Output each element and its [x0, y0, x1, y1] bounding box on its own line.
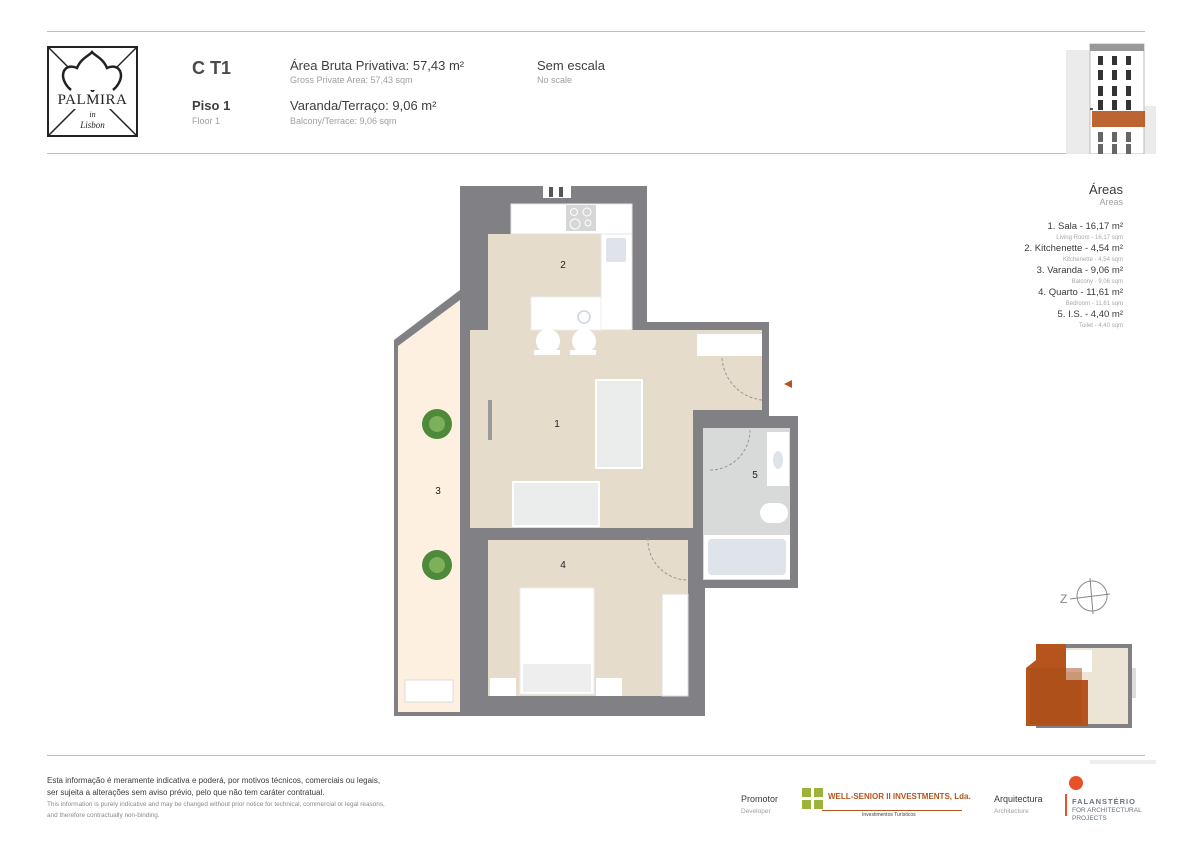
- logo-sub1: in: [89, 110, 96, 119]
- room-label-2: 2: [560, 260, 566, 271]
- sink: [606, 238, 626, 262]
- developer-label: Promotor: [741, 794, 779, 804]
- gross-area: Área Bruta Privativa: 57,43 m²: [290, 58, 465, 73]
- scale-label: Sem escala: [537, 58, 605, 73]
- well-senior-logo: WELL-SENIOR II INVESTMENTS, Lda. Investi…: [802, 788, 971, 818]
- areas-title-en: Areas: [1099, 197, 1123, 207]
- compass-icon: [1069, 577, 1111, 615]
- key-plan-thumbnail: [1026, 644, 1156, 764]
- floor-label-en: Floor 1: [192, 116, 221, 126]
- scale-label-en: No scale: [537, 75, 573, 85]
- wardrobe: [661, 593, 689, 697]
- entrance-arrow: [784, 380, 792, 388]
- floor-label: Piso 1: [192, 98, 231, 113]
- entry-door: [721, 357, 763, 401]
- header-rule: [47, 153, 1145, 154]
- disclaimer: Esta informação é meramente indicativa e…: [47, 776, 385, 819]
- room-label-4: 4: [560, 560, 566, 571]
- gross-area-en: Gross Private Area: 57,43 sqm: [290, 75, 413, 85]
- unit-type: C T1: [192, 58, 232, 78]
- building-elevation-thumbnail: [1066, 43, 1156, 154]
- compass-label: Z: [1060, 592, 1067, 606]
- balcony-area-en: Balcony/Terrace: 9,06 sqm: [290, 116, 397, 126]
- balcony-area: Varanda/Terraço: 9,06 m²: [290, 98, 437, 113]
- sofa: [595, 379, 643, 469]
- falansterio-logo: FALANSTÉRIO FOR ARCHITECTURAL PROJECTS: [1065, 774, 1142, 829]
- architect-label: Arquitectura: [994, 794, 1043, 804]
- room-label-1: 1: [554, 419, 560, 430]
- plant-icon: [422, 550, 452, 580]
- logo-sub2: Lisbon: [80, 120, 105, 130]
- plant-icon: [422, 409, 452, 439]
- footer-rule: [47, 755, 1145, 756]
- palmira-logo: PALMIRA in Lisbon: [47, 46, 138, 137]
- room-label-5: 5: [752, 470, 758, 481]
- logo-name: PALMIRA: [49, 92, 136, 109]
- kitchen-island: [530, 296, 602, 331]
- room-label-3: 3: [435, 486, 441, 497]
- top-rule: [47, 31, 1145, 32]
- architect-label-en: Architecture: [994, 808, 1029, 815]
- shoe-cabinet: [697, 334, 762, 356]
- balcony-floor: [398, 300, 460, 712]
- areas-title: Áreas: [1089, 182, 1123, 197]
- unit-highlight: [1092, 111, 1145, 127]
- armchair-sofa: [512, 481, 600, 527]
- developer-label-en: Developer: [741, 808, 771, 815]
- bathtub: [708, 539, 786, 575]
- tv: [488, 400, 492, 440]
